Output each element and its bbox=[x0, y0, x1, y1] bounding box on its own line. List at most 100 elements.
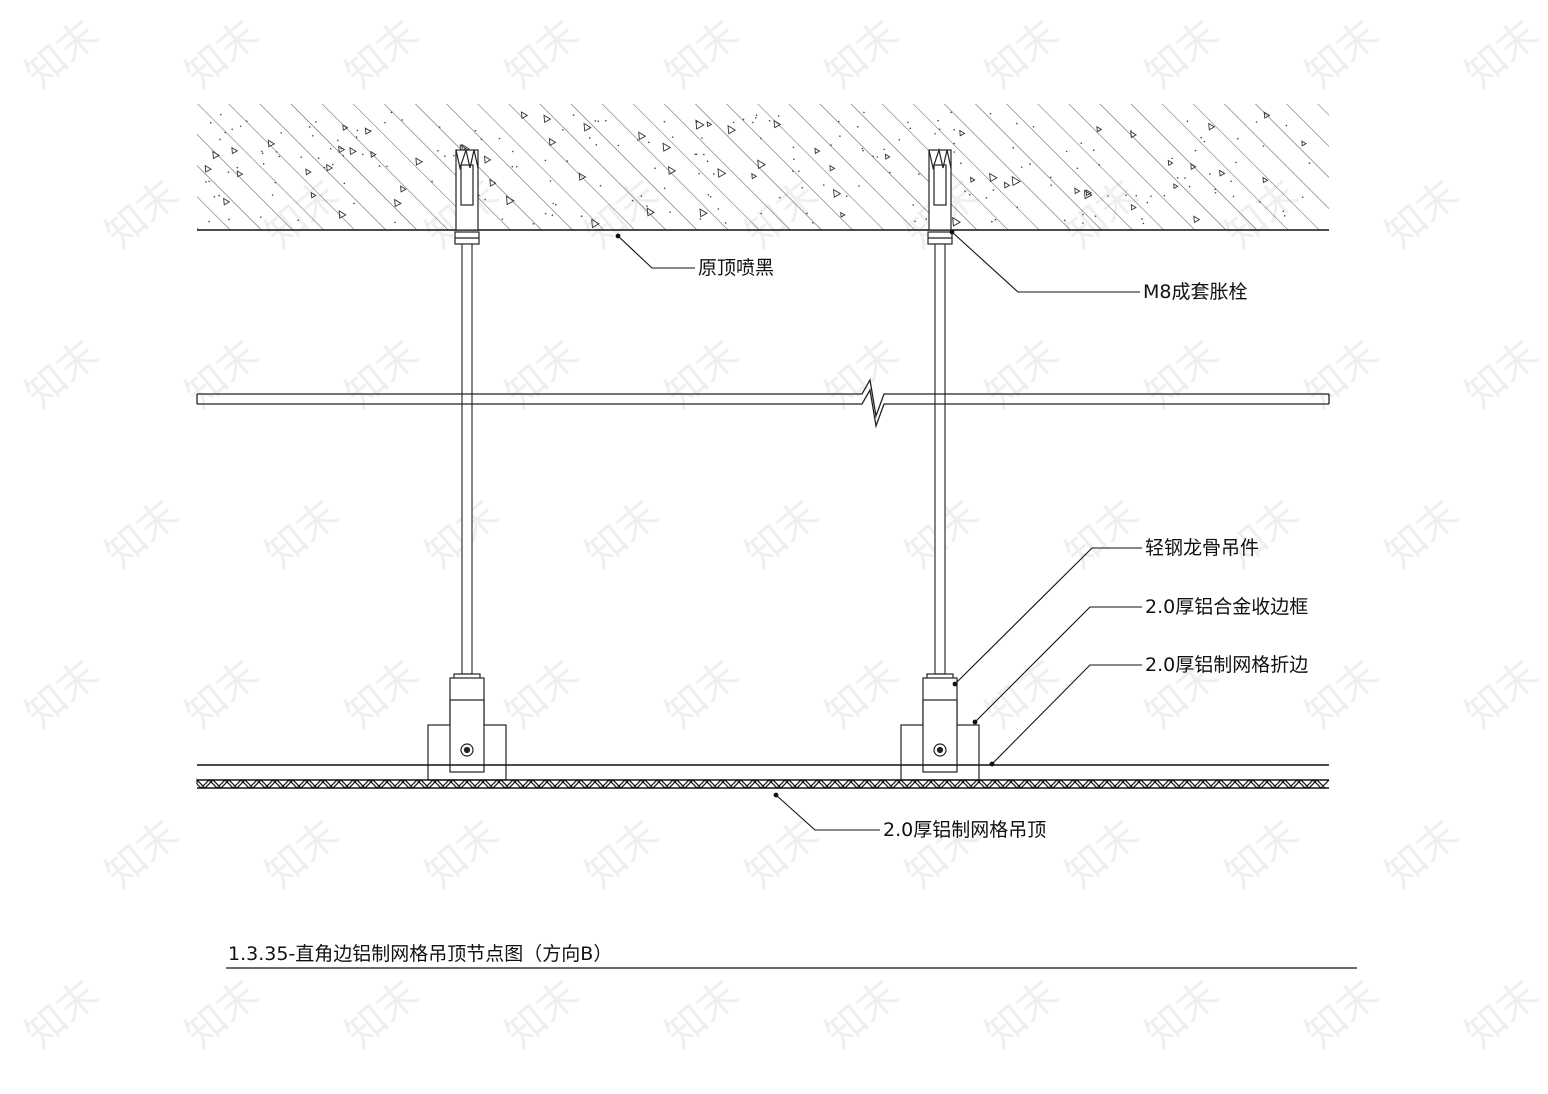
aggregate-dot bbox=[1098, 163, 1101, 166]
aggregate-dot bbox=[698, 172, 700, 175]
aggregate-dot bbox=[261, 150, 263, 153]
aggregate-mark bbox=[483, 155, 492, 164]
aggregate-dot bbox=[830, 144, 832, 146]
watermark-text: 知末 bbox=[337, 651, 428, 738]
aggregate-dot bbox=[329, 147, 332, 150]
aggregate-mark bbox=[1167, 159, 1174, 167]
aggregate-dot bbox=[213, 195, 216, 198]
watermark-text: 知末 bbox=[817, 331, 908, 418]
aggregate-mark bbox=[751, 172, 758, 180]
watermark-text: 知末 bbox=[177, 971, 268, 1058]
aggregate-mark bbox=[1130, 203, 1137, 211]
aggregate-dot bbox=[862, 149, 864, 152]
watermark-text: 知末 bbox=[497, 331, 588, 418]
aggregate-dot bbox=[646, 205, 648, 207]
anchor-bolt-left bbox=[454, 147, 480, 245]
aggregate-dot bbox=[671, 136, 674, 138]
grid-ceiling-panel bbox=[196, 764, 1330, 789]
aggregate-dot bbox=[989, 112, 992, 115]
aggregate-dot bbox=[732, 121, 735, 124]
aggregate-dot bbox=[1016, 206, 1019, 209]
watermark-text: 知末 bbox=[977, 11, 1068, 98]
aggregate-dot bbox=[822, 184, 825, 186]
aggregate-dot bbox=[308, 126, 311, 128]
aggregate-dot bbox=[694, 153, 696, 156]
aggregate-dot bbox=[356, 129, 359, 132]
aggregate-mark bbox=[833, 188, 842, 198]
aggregate-dot bbox=[755, 114, 758, 117]
aggregate-mark bbox=[231, 146, 239, 155]
watermark-text: 知末 bbox=[817, 971, 908, 1058]
watermark-text: 知末 bbox=[97, 491, 188, 578]
aggregate-dot bbox=[239, 125, 242, 128]
aggregate-dot bbox=[845, 195, 848, 198]
watermark-text: 知末 bbox=[1217, 811, 1308, 898]
aggregate-dot bbox=[1214, 191, 1217, 194]
aggregate-dot bbox=[384, 121, 386, 124]
aggregate-mark bbox=[591, 218, 600, 229]
watermark-text: 知末 bbox=[1457, 971, 1548, 1058]
leader-grid-fold bbox=[989, 664, 1142, 767]
aggregate-mark bbox=[212, 150, 221, 160]
aggregate-dot bbox=[552, 202, 555, 205]
watermark-text: 知末 bbox=[1377, 491, 1468, 578]
aggregate-dot bbox=[793, 158, 795, 161]
watermark-text: 知末 bbox=[417, 811, 508, 898]
aggregate-dot bbox=[544, 212, 547, 215]
watermark-text: 知末 bbox=[17, 331, 108, 418]
aggregate-dot bbox=[532, 223, 535, 225]
aggregate-dot bbox=[724, 222, 727, 224]
aggregate-mark bbox=[1262, 176, 1269, 184]
aggregate-dot bbox=[994, 218, 997, 221]
aggregate-dot bbox=[760, 212, 763, 215]
aggregate-mark bbox=[338, 145, 346, 154]
aggregate-mark bbox=[267, 139, 276, 148]
watermark-text: 知末 bbox=[1057, 491, 1148, 578]
watermark-text: 知末 bbox=[177, 11, 268, 98]
aggregate-mark bbox=[1083, 189, 1093, 200]
aggregate-mark bbox=[326, 163, 334, 172]
aggregate-dot bbox=[640, 195, 643, 197]
aggregate-dot bbox=[669, 211, 671, 213]
aggregate-dot bbox=[1142, 222, 1145, 225]
aggregate-mark bbox=[1096, 125, 1103, 133]
watermark-text: 知末 bbox=[97, 811, 188, 898]
aggregate-dot bbox=[876, 156, 879, 158]
aggregate-dot bbox=[343, 182, 346, 185]
aggregate-dot bbox=[369, 129, 372, 132]
aggregate-dot bbox=[1232, 195, 1235, 198]
aggregate-dot bbox=[353, 202, 355, 205]
leader-lines bbox=[615, 229, 1142, 831]
aggregate-dot bbox=[1200, 136, 1203, 139]
watermark-text: 知末 bbox=[1297, 651, 1388, 738]
aggregate-dot bbox=[907, 121, 909, 124]
aggregate-dot bbox=[752, 121, 754, 124]
aggregate-dot bbox=[755, 117, 757, 119]
watermark-text: 知末 bbox=[97, 171, 188, 258]
aggregate-mark bbox=[400, 185, 407, 193]
watermark-text: 知末 bbox=[657, 651, 748, 738]
watermark-text: 知末 bbox=[1297, 971, 1388, 1058]
aggregate-dot bbox=[1016, 122, 1018, 125]
watermark-text: 知末 bbox=[1297, 331, 1388, 418]
aggregate-dot bbox=[663, 120, 666, 123]
aggregate-dot bbox=[544, 159, 547, 162]
aggregate-dot bbox=[209, 121, 212, 124]
label-hanger: 轻钢龙骨吊件 bbox=[1145, 537, 1259, 559]
aggregate-mark bbox=[1219, 169, 1226, 177]
aggregate-mark bbox=[695, 119, 705, 130]
label-ceiling-black: 原顶喷黑 bbox=[698, 257, 774, 279]
aggregate-dot bbox=[1308, 162, 1311, 164]
aggregate-dot bbox=[604, 119, 607, 122]
watermark-text: 知末 bbox=[1297, 11, 1388, 98]
aggregate-dot bbox=[297, 219, 300, 221]
leader-hanger bbox=[952, 547, 1142, 687]
watermark-text: 知末 bbox=[337, 331, 428, 418]
aggregate-mark bbox=[952, 216, 962, 227]
aggregate-dot bbox=[937, 119, 939, 122]
aggregate-dot bbox=[274, 181, 276, 184]
aggregate-dot bbox=[707, 193, 710, 196]
aggregate-dot bbox=[1082, 213, 1084, 216]
watermark-text: 知末 bbox=[337, 971, 428, 1058]
watermark-text: 知末 bbox=[1457, 11, 1548, 98]
